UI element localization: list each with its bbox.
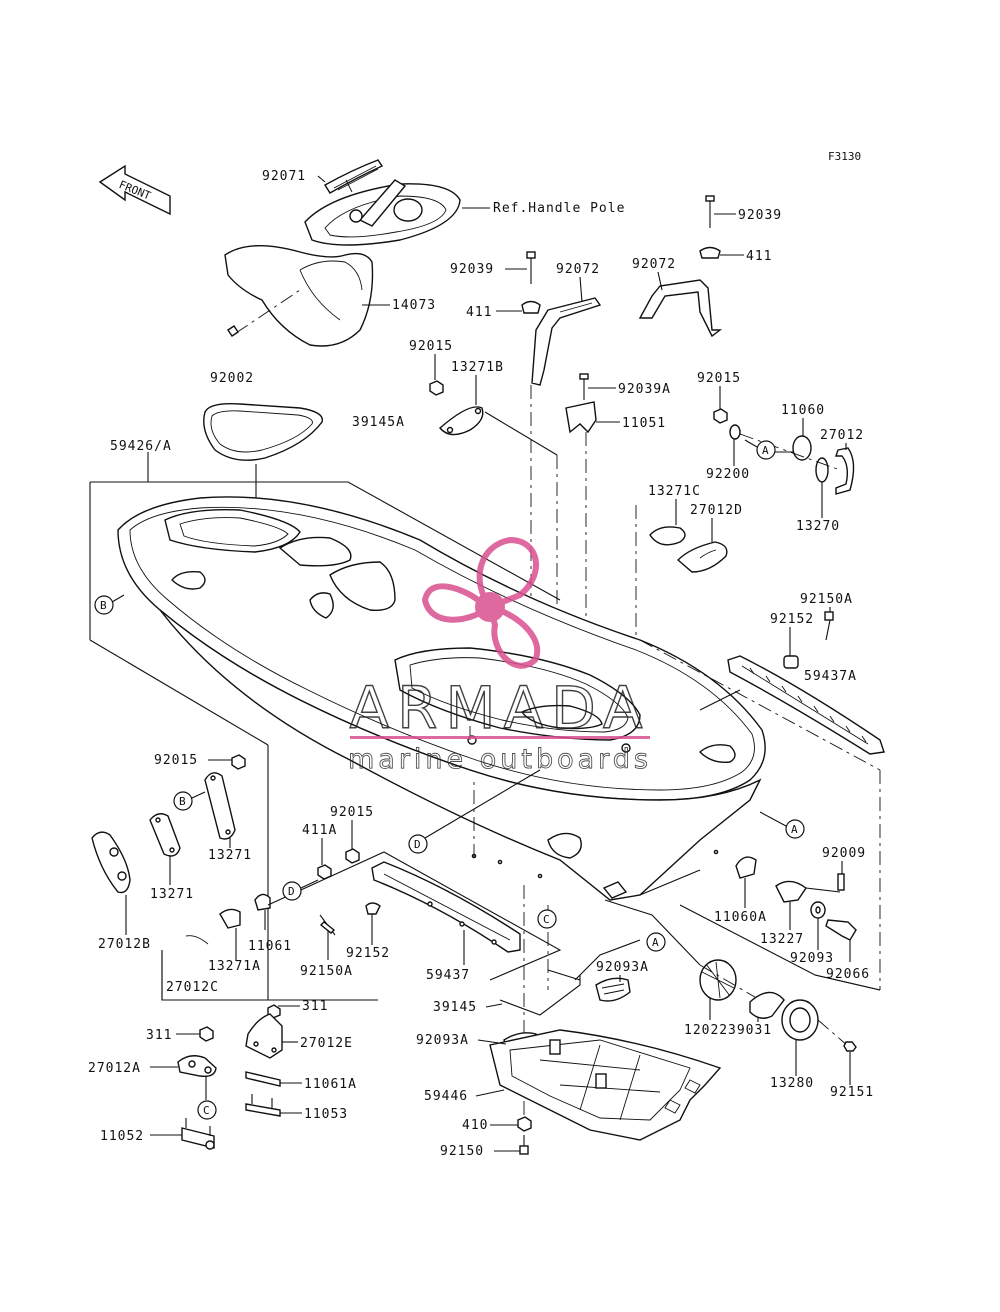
label-11052: 11052 xyxy=(100,1129,144,1144)
ref-d-detail: D xyxy=(288,885,295,898)
ref-c-detail: C xyxy=(203,1104,210,1117)
part-labels: 92071 Ref.Handle Pole 14073 92002 59426/… xyxy=(88,169,874,1159)
label-92200: 92200 xyxy=(706,467,750,482)
label-92151: 92151 xyxy=(830,1085,874,1100)
label-11051: 11051 xyxy=(622,416,666,431)
front-arrow-icon: FRONT xyxy=(98,164,171,216)
label-27012A: 27012A xyxy=(88,1061,141,1076)
rub-rail-59437 xyxy=(267,780,562,981)
label-11060: 11060 xyxy=(781,403,825,418)
label-13271-upper: 13271 xyxy=(208,848,252,863)
label-39145: 39145 xyxy=(433,1000,477,1015)
label-ref-handle-pole: Ref.Handle Pole xyxy=(493,201,625,216)
label-92071: 92071 xyxy=(262,169,306,184)
ref-a-lower: A xyxy=(652,936,659,949)
label-14073: 14073 xyxy=(392,298,436,313)
label-92072-a: 92072 xyxy=(556,262,600,277)
label-59426A: 59426/A xyxy=(110,439,172,454)
left-detail-group xyxy=(91,745,378,1001)
label-411A: 411A xyxy=(302,823,337,838)
label-11060A: 11060A xyxy=(714,910,767,925)
label-92009: 92009 xyxy=(822,846,866,861)
bracket-group-right xyxy=(638,195,855,495)
label-92039A: 92039A xyxy=(618,382,671,397)
ref-a-upper: A xyxy=(762,444,769,457)
label-411-b: 411 xyxy=(746,249,772,264)
label-11053: 11053 xyxy=(304,1107,348,1122)
label-92150: 92150 xyxy=(440,1144,484,1159)
label-92002: 92002 xyxy=(210,371,254,386)
label-92039-b: 92039 xyxy=(738,208,782,223)
label-92152-a: 92152 xyxy=(770,612,814,627)
label-59437: 59437 xyxy=(426,968,470,983)
label-92039-a: 92039 xyxy=(450,262,494,277)
label-92015-a: 92015 xyxy=(409,339,453,354)
label-92015-d: 92015 xyxy=(330,805,374,820)
ref-a-right: A xyxy=(791,823,798,836)
label-27012E: 27012E xyxy=(300,1036,353,1051)
propeller-logo-icon xyxy=(421,536,541,669)
label-27012: 27012 xyxy=(820,428,864,443)
label-311-right: 311 xyxy=(302,999,328,1014)
ref-d-hull: D xyxy=(414,838,421,851)
handle-pole-group xyxy=(304,159,490,246)
seat-cover-group xyxy=(224,244,390,347)
label-311-left: 311 xyxy=(146,1028,172,1043)
watermark-tagline: marine outboards xyxy=(348,744,652,775)
label-92015-b: 92015 xyxy=(697,371,741,386)
hatch-cover-92002 xyxy=(203,402,324,520)
label-92150A: 92150A xyxy=(800,592,853,607)
label-92152-b: 92152 xyxy=(346,946,390,961)
label-13271-lower: 13271 xyxy=(150,887,194,902)
label-92093A-left: 92093A xyxy=(416,1033,469,1048)
label-39031: 39031 xyxy=(728,1023,772,1038)
ref-c-hull: C xyxy=(543,913,550,926)
rub-rail-59437A xyxy=(727,611,885,755)
label-13271B: 13271B xyxy=(451,360,504,375)
label-59437A: 59437A xyxy=(804,669,857,684)
label-410: 410 xyxy=(462,1118,488,1133)
label-39145A: 39145A xyxy=(352,415,405,430)
label-27012D: 27012D xyxy=(690,503,743,518)
label-92093: 92093 xyxy=(790,951,834,966)
label-411-a: 411 xyxy=(466,305,492,320)
label-11061A: 11061A xyxy=(304,1077,357,1092)
pump-cover-59446 xyxy=(489,885,722,1155)
hull-deck-59426 xyxy=(89,452,881,990)
label-13280: 13280 xyxy=(770,1076,814,1091)
armada-watermark: ARMADA marine outboards xyxy=(348,536,652,775)
ref-b-detail: B xyxy=(179,795,186,808)
figure-code: F3130 xyxy=(828,150,861,163)
label-92015-c: 92015 xyxy=(154,753,198,768)
label-13270: 13270 xyxy=(796,519,840,534)
label-92072-b: 92072 xyxy=(632,257,676,272)
label-13271C: 13271C xyxy=(648,484,701,499)
grate-group-right xyxy=(604,856,881,1085)
label-92066: 92066 xyxy=(826,967,870,982)
watermark-brand: ARMADA xyxy=(349,674,650,742)
label-12022: 12022 xyxy=(684,1023,728,1038)
label-59446: 59446 xyxy=(424,1089,468,1104)
ref-circles: A B B D D C C A A xyxy=(94,439,805,1120)
label-13227: 13227 xyxy=(760,932,804,947)
label-11061: 11061 xyxy=(248,939,292,954)
label-92093A-right: 92093A xyxy=(596,960,649,975)
hardware-bottom-left xyxy=(177,1004,283,1150)
label-92150A-b: 92150A xyxy=(300,964,353,979)
label-27012C: 27012C xyxy=(166,980,219,995)
ref-b-hull: B xyxy=(100,599,107,612)
label-27012B: 27012B xyxy=(98,937,151,952)
label-13271A: 13271A xyxy=(208,959,261,974)
